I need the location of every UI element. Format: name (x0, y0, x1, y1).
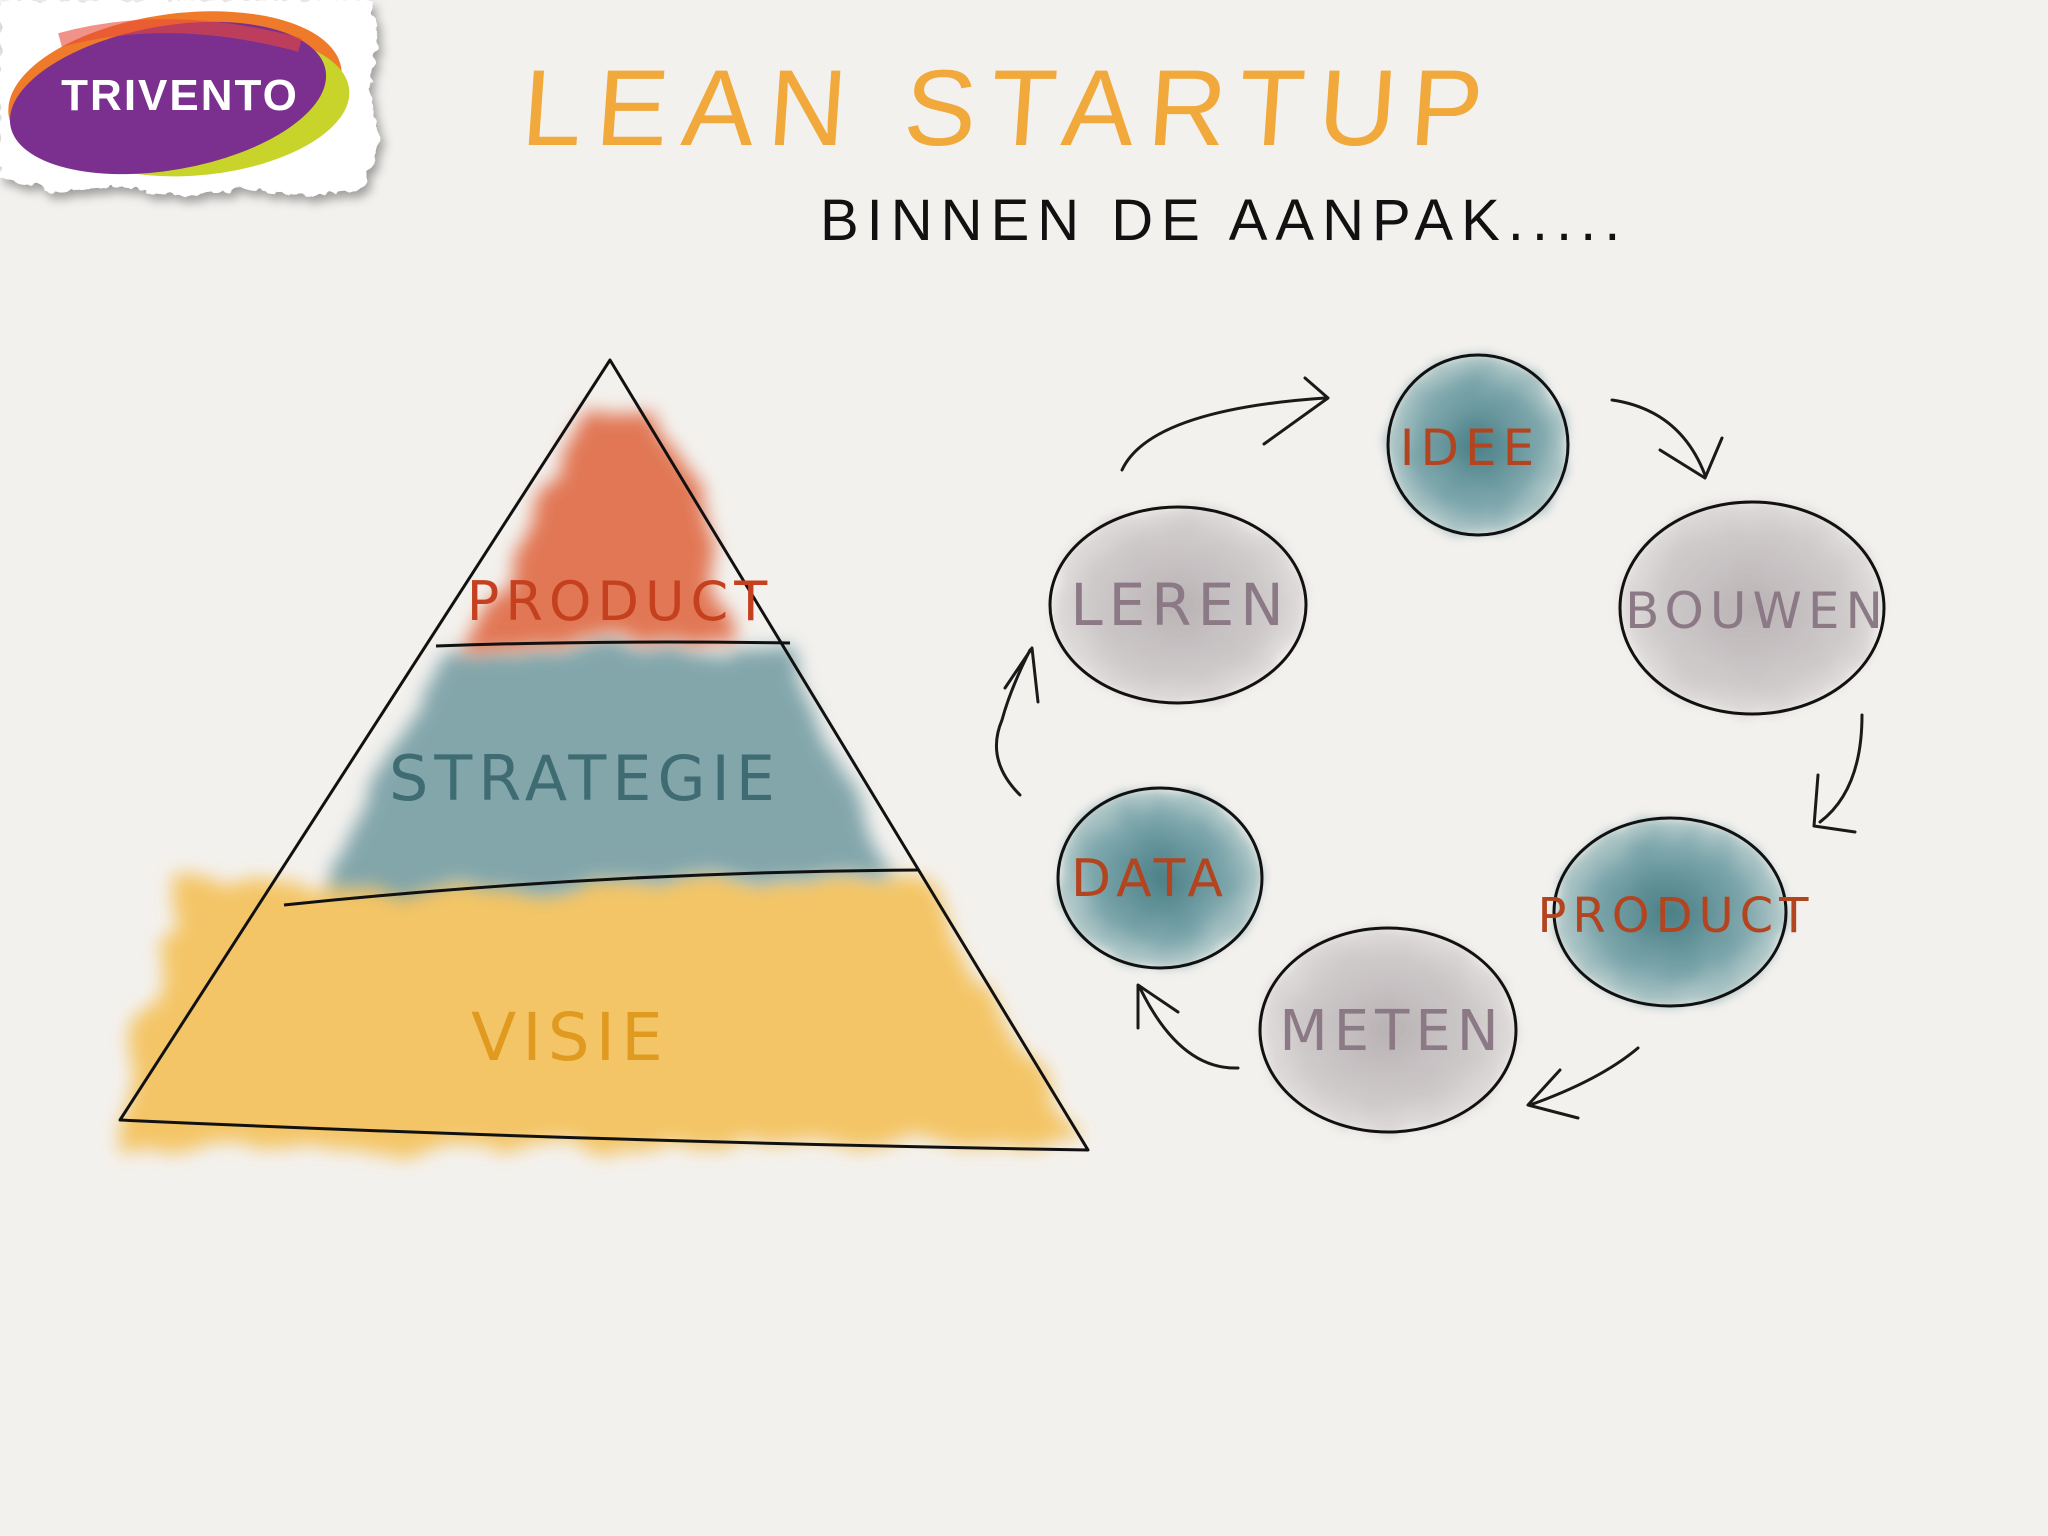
cycle-node-bouwen: BOUWEN (1618, 500, 1889, 716)
arrowhead-leren-to-idee (1262, 376, 1330, 446)
pyramid-label-strategie: STRATEGIE (389, 742, 781, 815)
cycle-label-product: PRODUCT (1537, 888, 1814, 944)
pyramid-layer-product-wash (460, 410, 740, 650)
arrowhead-product-to-meten (1526, 1068, 1580, 1120)
pyramid-label-product: PRODUCT (467, 570, 773, 633)
cycle-node-meten: METEN (1258, 926, 1518, 1134)
arrow-data-to-leren (994, 648, 1032, 797)
arrow-idee-to-bouwen (1610, 398, 1707, 477)
cycle-node-product: PRODUCT (1537, 816, 1814, 1008)
page-subtitle: BINNEN DE AANPAK..... (820, 188, 1628, 253)
cycle-label-bouwen: BOUWEN (1625, 582, 1889, 640)
cycle-label-data: DATA (1071, 849, 1229, 909)
cycle-node-idee: IDEE (1386, 353, 1570, 537)
arrow-leren-to-idee (1120, 396, 1327, 472)
arrowhead-bouwen-to-product (1812, 773, 1857, 834)
cycle-label-idee: IDEE (1400, 419, 1540, 477)
arrowhead-idee-to-bouwen (1658, 436, 1724, 480)
pyramid: PRODUCT STRATEGIE VISIE (110, 358, 1090, 1152)
cycle-label-meten: METEN (1279, 999, 1504, 1064)
logo-text: TRIVENTO (61, 71, 299, 120)
pyramid-layer-strategie-wash (320, 650, 890, 890)
page-title: LEAN STARTUP (518, 47, 1501, 168)
trivento-logo: TRIVENTO (0, 0, 380, 196)
pyramid-divider-bottom (283, 868, 919, 907)
cycle-node-data: DATA (1056, 786, 1264, 970)
cycle-node-leren: LEREN (1048, 505, 1308, 705)
pyramid-outline (118, 358, 1090, 1152)
arrow-bouwen-to-product (1818, 713, 1864, 824)
arrow-meten-to-data (1138, 986, 1240, 1070)
build-measure-learn-cycle: IDEE BOUWEN PRODUCT METEN DATA (994, 353, 1889, 1134)
pyramid-layer-visie-wash (110, 880, 1080, 1150)
arrow-product-to-meten (1528, 1046, 1640, 1107)
arrowhead-meten-to-data (1136, 983, 1180, 1030)
pyramid-label-visie: VISIE (471, 999, 669, 1076)
arrowhead-data-to-leren (1003, 646, 1040, 704)
cycle-label-leren: LEREN (1070, 571, 1289, 639)
pyramid-divider-top (435, 640, 791, 648)
